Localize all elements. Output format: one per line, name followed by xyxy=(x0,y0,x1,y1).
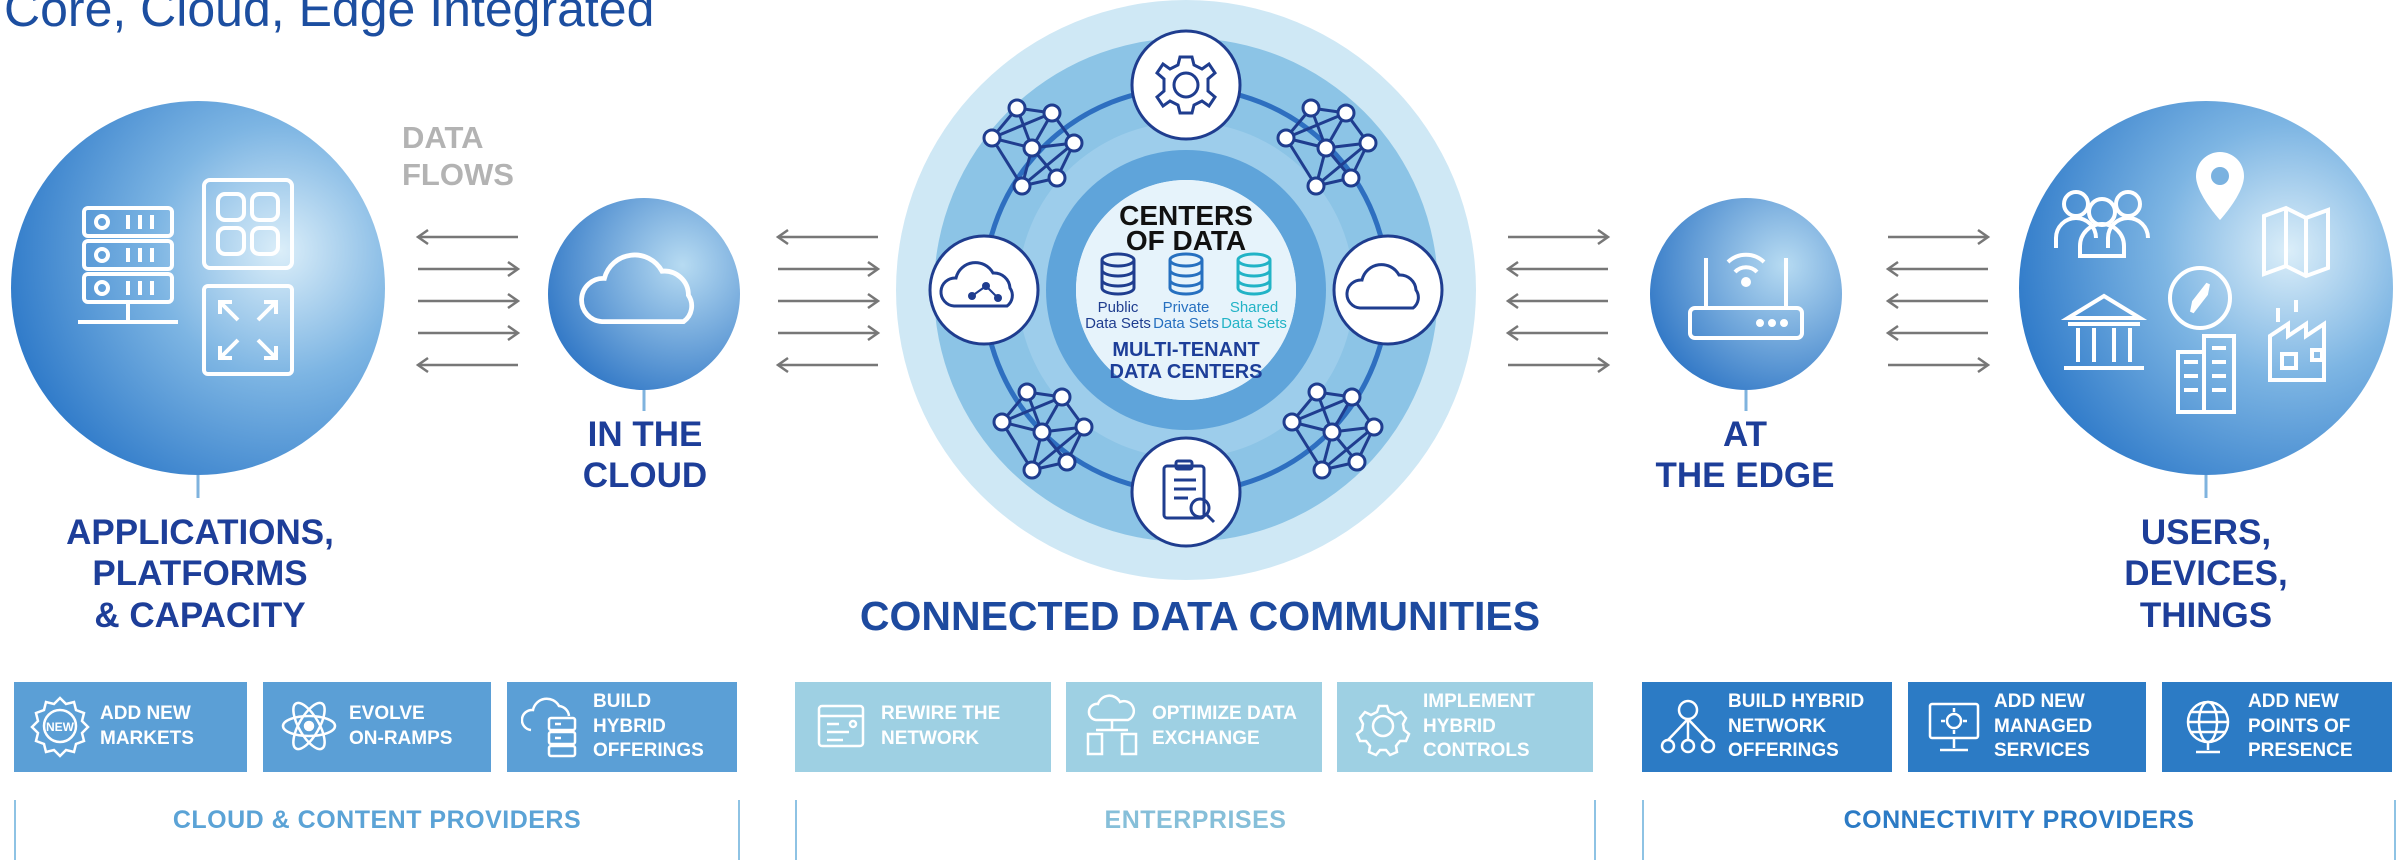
applications-label: APPLICATIONS,PLATFORMS& CAPACITY xyxy=(66,513,334,635)
private-data-sets-label-2: Data Sets xyxy=(1153,315,1219,332)
location-pin-icon xyxy=(2196,152,2244,220)
cloud-exchange-icon xyxy=(1086,694,1138,756)
new-badge-icon: NEW xyxy=(30,696,90,758)
controls-gear-icon xyxy=(1355,704,1411,757)
hub-diagram: CENTERS OF DATA Public Data Sets Private… xyxy=(896,0,1476,580)
hub-title-line-2: OF DATA xyxy=(1126,225,1246,256)
cloud-network-icon xyxy=(939,261,1014,308)
factory-icon xyxy=(2268,300,2326,382)
hub-subtitle-line-2: DATA CENTERS xyxy=(1110,361,1263,383)
private-data-sets-label: Private xyxy=(1163,299,1210,316)
server-rack-icon xyxy=(78,206,178,324)
users-label: USERS,DEVICES,THINGS xyxy=(2124,513,2288,635)
applications-circle xyxy=(11,101,385,498)
users-circle xyxy=(2019,101,2393,498)
globe-icon xyxy=(2186,700,2230,754)
edge-circle xyxy=(1650,198,1842,411)
arrows-apps-cloud xyxy=(416,228,520,374)
database-icon-shared xyxy=(1236,252,1272,296)
database-icon-private xyxy=(1168,252,1204,296)
hub-subtitle-line-1: MULTI-TENANT xyxy=(1112,339,1259,361)
hybrid-cloud-icon xyxy=(521,697,577,758)
gear-icon xyxy=(1155,55,1217,115)
cloud-circle xyxy=(548,198,740,411)
group-cloud-content-providers: CLOUD & CONTENT PROVIDERS xyxy=(14,800,740,860)
city-buildings-icon xyxy=(2176,334,2236,414)
public-data-sets-label: Public xyxy=(1098,299,1139,316)
section-title: CONNECTED DATA COMMUNITIES xyxy=(859,593,1541,639)
network-rewire-icon xyxy=(817,704,865,748)
network-tree-icon xyxy=(1660,699,1716,754)
expand-icon xyxy=(202,284,294,376)
group-label: CONNECTIVITY PROVIDERS xyxy=(1843,806,2195,834)
group-enterprises: ENTERPRISES xyxy=(795,800,1596,860)
public-data-sets-label-2: Data Sets xyxy=(1085,315,1151,332)
group-connectivity-providers: CONNECTIVITY PROVIDERS xyxy=(1642,800,2396,860)
atom-icon xyxy=(281,701,337,751)
cloud-outline-icon xyxy=(1345,263,1420,310)
hub-title-line-1: CENTERS xyxy=(1119,200,1253,231)
managed-services-icon xyxy=(1928,702,1980,752)
arrows-edge-users xyxy=(1886,228,1990,374)
bank-building-icon xyxy=(2060,293,2148,370)
svg-text:NEW: NEW xyxy=(46,720,75,734)
group-label: ENTERPRISES xyxy=(1104,806,1287,834)
app-grid-icon xyxy=(202,178,294,270)
group-label: CLOUD & CONTENT PROVIDERS xyxy=(172,806,582,834)
page-title: Core, Cloud, Edge Integrated xyxy=(4,0,655,37)
users-group-icon xyxy=(2054,190,2150,258)
arrows-cloud-hub xyxy=(776,228,880,374)
shared-data-sets-label: Shared xyxy=(1230,299,1278,316)
map-icon xyxy=(2262,205,2330,279)
arrows-hub-edge xyxy=(1506,228,1610,374)
compass-icon xyxy=(2168,266,2232,330)
report-search-icon xyxy=(1162,459,1216,524)
database-icon-public xyxy=(1100,252,1136,296)
wifi-router-icon xyxy=(1688,252,1804,340)
shared-data-sets-label-2: Data Sets xyxy=(1221,315,1287,332)
